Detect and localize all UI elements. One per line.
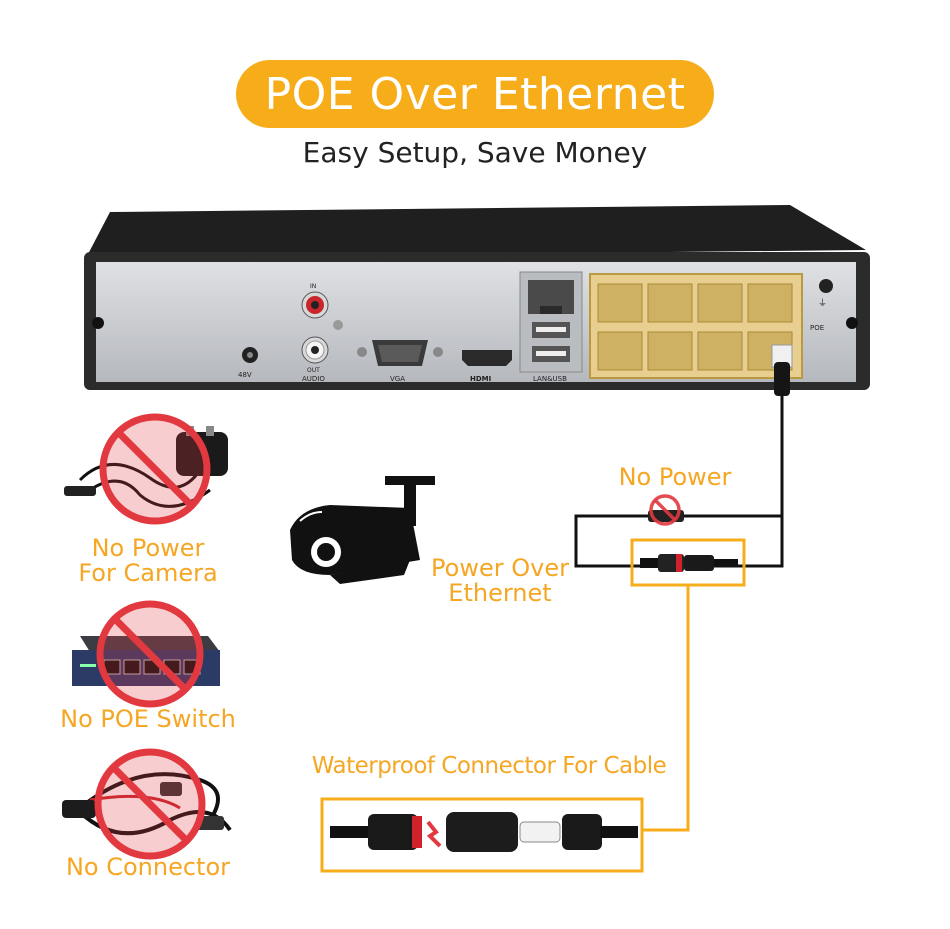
hdmi-port: HDMI [462, 350, 512, 383]
page-title: POE Over Ethernet [264, 68, 686, 120]
audio-label: AUDIO [302, 375, 325, 383]
splitter-connector [640, 554, 738, 572]
network-cable [574, 396, 784, 568]
page-subtitle: Easy Setup, Save Money [302, 136, 648, 169]
bullet-camera-icon [290, 476, 435, 584]
no-connector-label: No Connector [65, 853, 231, 881]
waterproof-connector-icon [330, 812, 638, 852]
prohibited-icon [99, 413, 211, 525]
svg-text:⏚: ⏚ [818, 298, 827, 309]
no-power-label: No Power [618, 463, 732, 491]
vga-label: VGA [390, 375, 405, 383]
power-jack-label: 48V [238, 371, 252, 379]
prohibited-icon [96, 600, 204, 708]
audio-in-label: IN [310, 283, 316, 290]
lan-usb-label: LAN&USB [533, 375, 567, 383]
power-jack: 48V [238, 347, 258, 379]
audio-out-label: OUT [307, 367, 320, 374]
poe-ports: ⏚ POE [589, 273, 833, 379]
lan-usb-ports: LAN&USB [519, 271, 583, 383]
waterproof-highlight-box [320, 797, 644, 873]
prohibited-icon [94, 748, 206, 860]
dc-plug-prohibited [648, 494, 684, 526]
audio-ports: IN OUT AUDIO [301, 283, 343, 383]
no-power-camera-label: No Power For Camera [78, 534, 218, 587]
power-over-ethernet-label: Power Over Ethernet [431, 554, 569, 607]
no-poe-switch-label: No POE Switch [60, 705, 236, 733]
rj45-plug-icon [771, 344, 793, 396]
poe-label: POE [810, 324, 824, 332]
nvr-device: 48V IN OUT AUDIO VGA HDMI [84, 205, 870, 390]
callout-line [642, 585, 690, 832]
hdmi-label: HDMI [470, 375, 491, 383]
vga-port: VGA [357, 340, 443, 383]
waterproof-connector-label: Waterproof Connector For Cable [311, 753, 667, 779]
title-banner: POE Over Ethernet [236, 60, 714, 128]
